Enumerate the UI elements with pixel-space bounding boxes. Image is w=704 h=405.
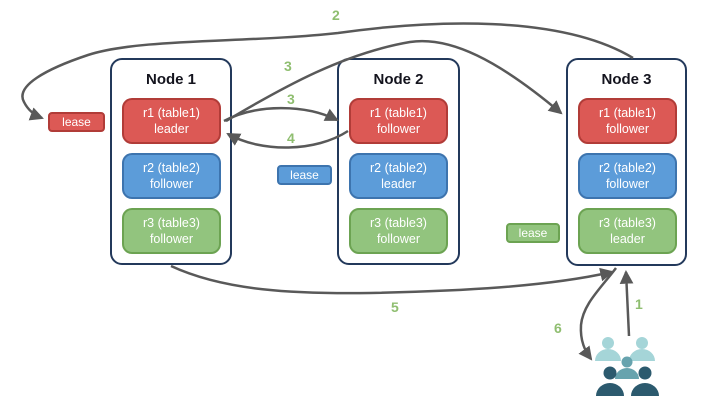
replica-label: r2 (table2) [143, 160, 200, 175]
replica-label: r3 (table3) [143, 215, 200, 230]
users-icon [595, 337, 659, 396]
replica-r2-node2: r2 (table2) leader [349, 153, 448, 199]
node-1: Node 1 r1 (table1) leader r2 (table2) fo… [110, 58, 232, 265]
replica-label: r3 (table3) [599, 215, 656, 230]
replica-label: r1 (table1) [599, 105, 656, 120]
replica-r1-node2: r1 (table1) follower [349, 98, 448, 144]
lease-badge-table1: lease [48, 112, 105, 132]
node-title: Node 3 [601, 71, 652, 88]
replica-role: follower [376, 122, 421, 136]
arrow-step4-node2-to-leader [226, 129, 349, 149]
replica-role: follower [376, 232, 421, 246]
node-3: Node 3 r1 (table1) follower r2 (table2) … [566, 58, 687, 266]
arrow-step3-leader-to-node2 [223, 106, 339, 123]
replica-r3-node3: r3 (table3) leader [578, 208, 677, 254]
replica-label: r2 (table2) [370, 160, 427, 175]
replica-role: follower [149, 177, 194, 191]
replica-r3-node2: r3 (table3) follower [349, 208, 448, 254]
step-label-6: 6 [554, 320, 562, 336]
replica-r2-node1: r2 (table2) follower [122, 153, 221, 199]
step-label-5: 5 [391, 299, 399, 315]
step-label-4: 4 [287, 130, 295, 146]
arrow-step6-leader-to-users [578, 267, 617, 361]
replica-role: leader [381, 177, 416, 191]
step-label-1: 1 [635, 296, 643, 312]
replica-role: leader [610, 232, 645, 246]
replica-label: r1 (table1) [143, 105, 200, 120]
step-label-3: 3 [287, 91, 295, 107]
lease-badge-table2: lease [277, 165, 332, 185]
replica-role: follower [605, 177, 650, 191]
replica-r3-node1: r3 (table3) follower [122, 208, 221, 254]
arrow-step5-node1-to-node3 [170, 264, 615, 295]
replica-role: follower [149, 232, 194, 246]
replica-label: r2 (table2) [599, 160, 656, 175]
replica-role: follower [605, 122, 650, 136]
step-label-3: 3 [284, 58, 292, 74]
replica-label: r3 (table3) [370, 215, 427, 230]
arrow-step2-node3-to-lease [21, 22, 634, 121]
node-title: Node 2 [373, 71, 424, 88]
step-label-2: 2 [332, 7, 340, 23]
replica-r1-node3: r1 (table1) follower [578, 98, 677, 144]
node-2: Node 2 r1 (table1) follower r2 (table2) … [337, 58, 460, 265]
node-title: Node 1 [145, 71, 196, 88]
arrow-step1-users-to-leader [619, 269, 634, 337]
replica-label: r1 (table1) [370, 105, 427, 120]
replica-role: leader [154, 122, 189, 136]
replica-r1-node1: r1 (table1) leader [122, 98, 221, 144]
lease-badge-table3: lease [506, 223, 560, 243]
replica-r2-node3: r2 (table2) follower [578, 153, 677, 199]
arrow-step3-leader-to-node3 [225, 39, 563, 123]
